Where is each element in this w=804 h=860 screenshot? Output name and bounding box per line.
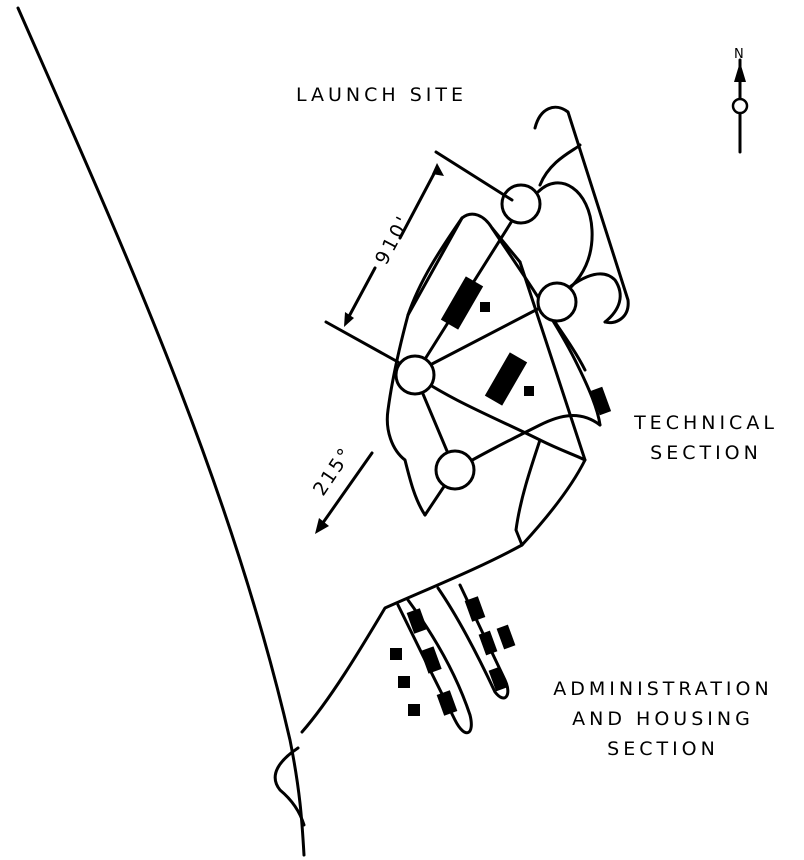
technical-section-line-1: TECHNICAL [634, 412, 778, 434]
dimension-arrow-bottom [344, 312, 354, 327]
tech-building-small-2 [524, 386, 534, 396]
launch-loop-3 [553, 272, 622, 324]
dimension-arrow-top [432, 163, 444, 176]
road-cross-2 [453, 414, 602, 472]
technical-section-line-2: SECTION [650, 442, 762, 464]
tech-building-large-2 [484, 352, 528, 406]
road-pad-link-1 [428, 298, 557, 367]
road-diagonal-2 [518, 260, 587, 547]
launch-pad-3 [394, 354, 436, 396]
admin-housing-line-1: ADMINISTRATION [553, 678, 773, 700]
admin-housing-line-2: AND HOUSING [572, 708, 754, 730]
tech-building-small-1 [480, 302, 490, 312]
housing-building-2 [420, 646, 442, 674]
technical-section-label: TECHNICAL SECTION [620, 408, 792, 468]
dimension-extension-bottom [324, 320, 400, 364]
housing-building-5 [398, 676, 410, 688]
housing-building-6 [408, 704, 420, 716]
road-cross-1 [413, 373, 587, 462]
housing-building-4 [390, 648, 402, 660]
launch-pad-4 [434, 449, 476, 491]
housing-building-3 [436, 690, 458, 716]
bearing-label: 215° [309, 443, 357, 500]
admin-housing-section-label: ADMINISTRATION AND HOUSING SECTION [533, 674, 793, 764]
launch-site-label: LAUNCH SITE [296, 84, 468, 106]
north-arrow-icon [731, 97, 749, 115]
bearing-arrowhead [315, 518, 329, 534]
road-south-link [514, 438, 542, 547]
admin-housing-line-3: SECTION [607, 738, 719, 760]
tech-building-3 [590, 386, 612, 416]
road-diagonal-1 [490, 226, 602, 427]
access-road [300, 543, 524, 734]
housing-building-9 [496, 624, 516, 650]
launch-pad-1 [500, 183, 542, 225]
distance-label: 910' [371, 211, 416, 269]
coastline [16, 6, 306, 857]
bearing-arrow-line [318, 451, 374, 529]
housing-road-loop-2 [436, 583, 510, 700]
housing-building-7 [464, 596, 486, 622]
dimension-line-lower [344, 266, 377, 324]
north-letter: N [734, 47, 744, 62]
housing-building-10 [488, 666, 508, 692]
launch-loop-1 [536, 181, 594, 302]
tech-building-large-1 [440, 276, 484, 330]
north-arrowhead [734, 62, 746, 82]
launch-loop-2 [538, 143, 582, 187]
housing-building-1 [406, 608, 428, 634]
road-west-edge [385, 216, 464, 517]
launch-pad-2 [536, 281, 578, 323]
dimension-extension-top [434, 150, 514, 202]
housing-building-8 [478, 630, 498, 656]
coastal-loop-road [273, 746, 306, 827]
dimension-line-upper [398, 166, 439, 240]
north-road [533, 105, 630, 325]
